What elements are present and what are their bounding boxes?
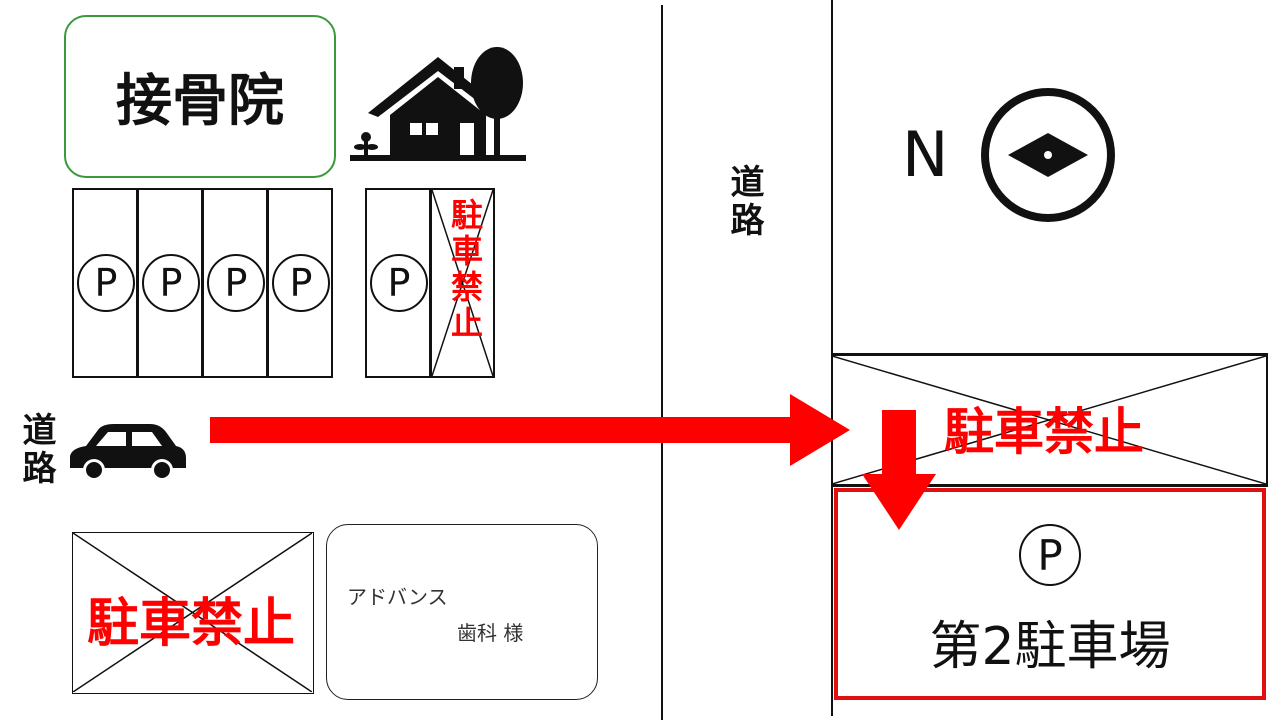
road-label: 道路 — [16, 412, 56, 488]
parking-icon: P — [272, 254, 330, 312]
parking-icon: P — [77, 254, 135, 312]
road-label: 道路 — [724, 164, 764, 240]
no-parking-label: 駐車禁止 — [446, 198, 484, 342]
parking-icon: P — [142, 254, 200, 312]
dental-line2: 歯科 様 — [457, 621, 524, 645]
lot2-label: 第2駐車場 — [929, 617, 1171, 677]
parking-icon: P — [370, 254, 428, 312]
house-icon — [350, 47, 526, 161]
parking-slot: P — [267, 188, 333, 378]
arrow-down-icon — [862, 410, 936, 530]
dental-clinic: アドバンス 歯科 様 — [326, 524, 598, 700]
cross-out-icon — [432, 190, 493, 376]
no-parking-slot: 駐車禁止 — [430, 188, 495, 378]
parking-slot: P — [137, 188, 203, 378]
car-icon — [70, 424, 186, 481]
parking-slot: P — [365, 188, 431, 378]
no-parking-label: 駐車禁止 — [87, 594, 296, 654]
no-parking-area: 駐車禁止 — [72, 532, 314, 694]
compass-icon — [981, 88, 1115, 222]
second-parking-lot: P 第2駐車場 — [834, 488, 1266, 700]
cross-out-icon — [73, 533, 312, 692]
road-line — [661, 5, 663, 720]
parking-icon: P — [207, 254, 265, 312]
parking-slot: P — [202, 188, 268, 378]
compass-label: N — [902, 118, 949, 191]
dental-line1: アドバンス — [347, 585, 448, 609]
parking-slot: P — [72, 188, 138, 378]
clinic-label: 接骨院 — [64, 15, 336, 178]
arrow-right-icon — [210, 394, 850, 466]
parking-icon: P — [1019, 524, 1081, 586]
no-parking-label: 駐車禁止 — [944, 403, 1144, 461]
road-line — [831, 0, 833, 716]
